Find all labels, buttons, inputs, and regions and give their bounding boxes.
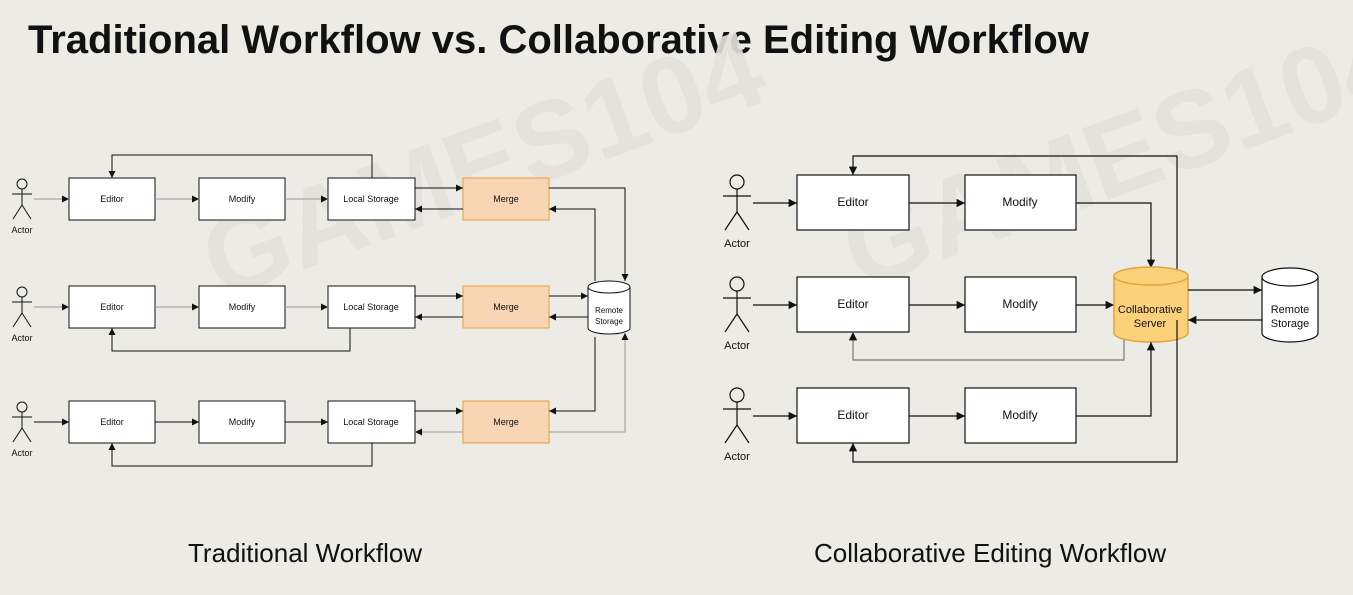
trad-merge-box-1 [462, 177, 550, 221]
collab-modify-box-2 [964, 276, 1077, 333]
collab-modify-box-1 [964, 174, 1077, 231]
collaborative-workflow-caption: Collaborative Editing Workflow [814, 538, 1167, 568]
collab-server-label-1: Collaborative [1118, 304, 1182, 316]
trad-actor-label-3: Actor [11, 448, 32, 458]
collab-modify-label-3: Modify [1002, 408, 1037, 422]
collab-actor-label-2: Actor [724, 340, 750, 352]
collab-actor-label-3: Actor [724, 451, 750, 463]
trad-actor-label-1: Actor [11, 225, 32, 235]
trad-modify-label-1: Modify [229, 194, 256, 204]
trad-modify-label-3: Modify [229, 417, 256, 427]
trad-merge-box-3 [462, 400, 550, 444]
trad-merge-box-2 [462, 285, 550, 329]
trad-actor-1 [12, 178, 32, 220]
watermark-text-1: GAMES104 [186, 6, 780, 322]
traditional-diagram: Actor Editor Modify Local Storage Merge … [11, 154, 631, 467]
trad-local-storage-label-1: Local Storage [343, 194, 399, 204]
collab-actor-1 [723, 174, 751, 231]
collab-editor-box-2 [796, 276, 910, 333]
trad-actor-label-2: Actor [11, 333, 32, 343]
collab-modify-label-2: Modify [1002, 297, 1037, 311]
collab-modify-label-1: Modify [1002, 195, 1037, 209]
trad-modify-box-2 [198, 285, 286, 329]
collab-remote-storage-label-1: Remote [1271, 304, 1310, 316]
trad-local-storage-box-2 [327, 285, 416, 329]
trad-merge-label-2: Merge [493, 302, 519, 312]
collab-editor-box-1 [796, 174, 910, 231]
collab-actor-2 [723, 276, 751, 333]
trad-remote-storage-label-1: Remote [595, 306, 624, 315]
trad-local-storage-label-3: Local Storage [343, 417, 399, 427]
collab-editor-label-3: Editor [837, 408, 868, 422]
collab-actor-label-1: Actor [724, 238, 750, 250]
collab-editor-label-2: Editor [837, 297, 868, 311]
trad-local-storage-label-2: Local Storage [343, 302, 399, 312]
traditional-workflow-caption: Traditional Workflow [188, 538, 423, 568]
trad-actor-3 [12, 401, 32, 443]
collab-actor-3 [723, 387, 751, 444]
trad-merge-label-1: Merge [493, 194, 519, 204]
trad-local-storage-box-1 [327, 177, 416, 221]
trad-actor-2 [12, 286, 32, 328]
collaborative-diagram: Actor Editor Modify Actor Editor Modify [723, 155, 1319, 463]
trad-editor-label-3: Editor [100, 417, 124, 427]
collab-server [1113, 266, 1189, 343]
trad-modify-label-2: Modify [229, 302, 256, 312]
trad-remote-storage-label-2: Storage [595, 317, 624, 326]
collab-remote-storage [1261, 267, 1319, 343]
collab-editor-label-1: Editor [837, 195, 868, 209]
trad-merge-label-3: Merge [493, 417, 519, 427]
trad-remote-storage [587, 280, 631, 335]
slide-title: Traditional Workflow vs. Collaborative E… [28, 18, 1089, 62]
trad-editor-label-1: Editor [100, 194, 124, 204]
collab-remote-storage-label-2: Storage [1271, 318, 1310, 330]
collab-server-label-2: Server [1134, 318, 1167, 330]
trad-editor-label-2: Editor [100, 302, 124, 312]
